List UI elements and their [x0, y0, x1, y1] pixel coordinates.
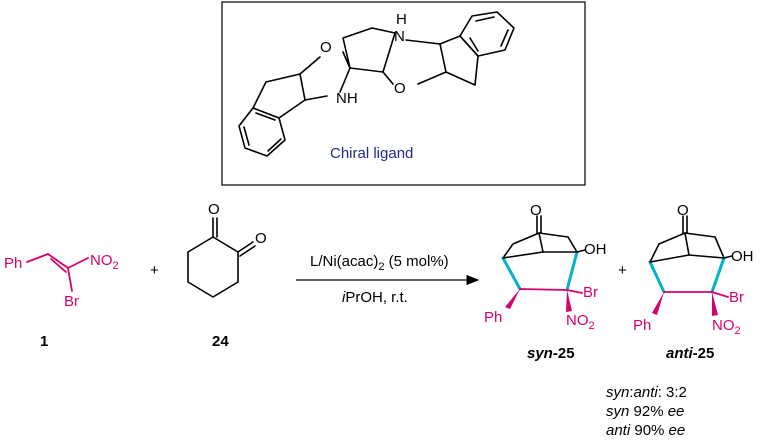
result-syn-ee: syn 92% ee — [606, 403, 684, 420]
result-anti-ee: anti 90% ee — [606, 422, 685, 439]
chiral-ligand-structure — [238, 11, 515, 157]
syn-25-ph: Ph — [484, 309, 502, 326]
conditions-solvent: iPrOH, r.t. — [342, 289, 408, 306]
anti-25-label: anti-25 — [666, 345, 714, 362]
ligand-label: Chiral ligand — [330, 145, 413, 162]
syn-25-oh: OH — [584, 241, 607, 258]
reactant-24-oxygen-top: O — [208, 201, 220, 218]
anti-25-structure — [648, 215, 733, 316]
reactant-24-oxygen-right: O — [255, 230, 267, 247]
syn-25-oxygen: O — [530, 202, 542, 219]
plus-sign-2: + — [618, 262, 627, 279]
reactant-1-structure — [26, 253, 89, 292]
ligand-oxygen-2: O — [394, 80, 406, 97]
syn-25-no2: NO2 — [566, 312, 595, 332]
conditions-catalyst: L/Ni(acac)2 (5 mol%) — [310, 253, 449, 273]
reactant-1-ph: Ph — [4, 255, 22, 272]
syn-25-br: Br — [583, 284, 598, 301]
plus-sign-1: + — [150, 262, 159, 279]
reactant-24-structure — [187, 217, 256, 298]
syn-25-structure — [501, 215, 586, 312]
reactant-1-no2: NO2 — [90, 252, 119, 272]
compound-label-24: 24 — [212, 333, 229, 350]
anti-25-oxygen: O — [677, 202, 689, 219]
ligand-oxygen-1: O — [320, 39, 332, 56]
anti-25-br: Br — [729, 289, 744, 306]
ligand-h-top: H — [396, 11, 407, 28]
compound-label-1: 1 — [40, 333, 48, 350]
anti-25-ph: Ph — [633, 317, 651, 334]
anti-25-oh: OH — [731, 248, 754, 265]
syn-25-label: syn-25 — [527, 345, 575, 362]
anti-25-no2: NO2 — [712, 317, 741, 337]
result-syn-anti-ratio: syn:anti: 3:2 — [606, 384, 687, 401]
ligand-frame — [221, 1, 586, 186]
ligand-nh-1: NH — [336, 90, 358, 107]
ligand-n-top: N — [394, 28, 405, 45]
reactant-1-br: Br — [64, 293, 79, 310]
